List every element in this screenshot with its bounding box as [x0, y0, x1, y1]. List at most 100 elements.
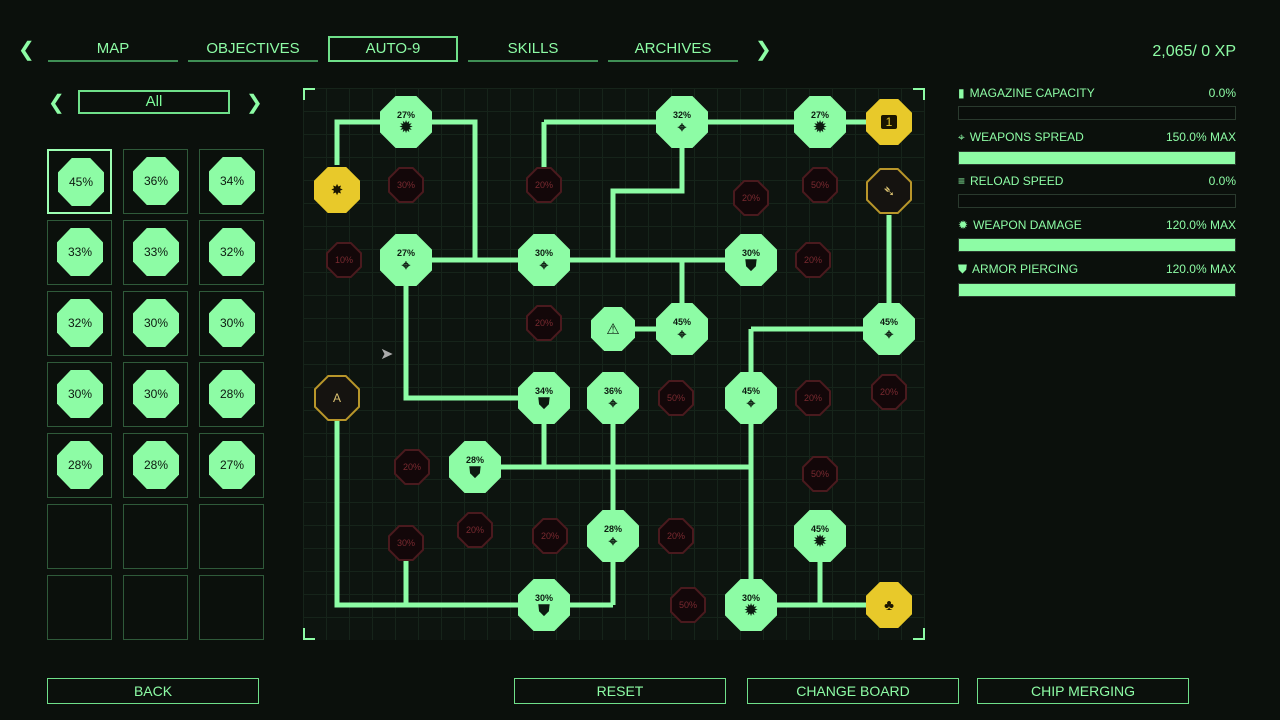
chip[interactable]: 32% — [209, 228, 255, 276]
green-chip-node[interactable]: 45%✹ — [794, 510, 846, 562]
inventory-slot[interactable]: 28% — [199, 362, 264, 427]
inventory-slot[interactable]: 34% — [199, 149, 264, 214]
red-chip-node[interactable]: 20% — [394, 449, 430, 485]
tab-skills[interactable]: SKILLS — [468, 38, 598, 62]
inventory-slot[interactable]: 28% — [47, 433, 112, 498]
change-board-button[interactable]: CHANGE BOARD — [747, 678, 959, 704]
green-chip-node[interactable]: 32%⌖ — [656, 96, 708, 148]
yellow-chip-node[interactable]: ♣ — [866, 582, 912, 628]
node-value: 20% — [803, 255, 822, 265]
red-chip-node[interactable]: 20% — [795, 242, 831, 278]
tabs-prev-arrow[interactable]: ❮ — [18, 39, 35, 61]
green-chip-node[interactable]: 28%⛊ — [449, 441, 501, 493]
chip[interactable]: 33% — [133, 228, 179, 276]
tab-objectives[interactable]: OBJECTIVES — [188, 38, 318, 62]
red-chip-node[interactable]: 20% — [526, 305, 562, 341]
filter-prev-arrow[interactable]: ❮ — [48, 92, 65, 114]
red-chip-node[interactable]: 20% — [795, 380, 831, 416]
crosshair-icon: ⌖ — [677, 118, 687, 136]
chip-value: 30% — [219, 316, 245, 330]
inventory-slot[interactable]: 45% — [47, 149, 112, 214]
red-chip-node[interactable]: 50% — [670, 587, 706, 623]
green-chip-node[interactable]: 28%⌖ — [587, 510, 639, 562]
chip[interactable]: 28% — [133, 441, 179, 489]
tab-archives[interactable]: ARCHIVES — [608, 38, 738, 62]
inventory-slot[interactable] — [47, 504, 112, 569]
chip[interactable]: 33% — [57, 228, 103, 276]
inventory-slot[interactable]: 30% — [123, 362, 188, 427]
yellow-chip-node[interactable]: ✸ — [314, 167, 360, 213]
red-chip-node[interactable]: 30% — [388, 525, 424, 561]
chip[interactable]: 28% — [57, 441, 103, 489]
inventory-slot[interactable] — [199, 504, 264, 569]
inventory-slot[interactable]: 36% — [123, 149, 188, 214]
red-chip-node[interactable]: 20% — [733, 180, 769, 216]
outline-chip-node[interactable]: ⚠ — [591, 307, 635, 351]
red-chip-node[interactable]: 50% — [802, 167, 838, 203]
chip[interactable]: 30% — [209, 299, 255, 347]
inventory-slot[interactable]: 27% — [199, 433, 264, 498]
green-chip-node[interactable]: 27%✹ — [380, 96, 432, 148]
red-chip-node[interactable]: 30% — [388, 167, 424, 203]
tab-map[interactable]: MAP — [48, 38, 178, 62]
filter-next-arrow[interactable]: ❯ — [246, 92, 263, 114]
node-value: 20% — [666, 531, 685, 541]
red-chip-node[interactable]: 10% — [326, 242, 362, 278]
node-value: 20% — [534, 180, 553, 190]
green-chip-node[interactable]: 30%✹ — [725, 579, 777, 631]
green-chip-node[interactable]: 45%⌖ — [863, 303, 915, 355]
chip-merging-button[interactable]: CHIP MERGING — [977, 678, 1189, 704]
inventory-slot[interactable]: 33% — [123, 220, 188, 285]
tab-auto-9[interactable]: AUTO-9 — [328, 36, 458, 62]
green-chip-node[interactable]: 45%⌖ — [656, 303, 708, 355]
chip-value: 30% — [143, 316, 169, 330]
dark-chip-node[interactable]: ➴ — [866, 168, 912, 214]
green-chip-node[interactable]: 30%⛊ — [725, 234, 777, 286]
tabs-next-arrow[interactable]: ❯ — [755, 39, 772, 61]
red-chip-node[interactable]: 50% — [658, 380, 694, 416]
inventory-slot[interactable]: 32% — [47, 291, 112, 356]
green-chip-node[interactable]: 30%⌖ — [518, 234, 570, 286]
green-chip-node[interactable]: 34%⛊ — [518, 372, 570, 424]
damage-icon: ✹ — [399, 118, 413, 136]
chip[interactable]: 27% — [209, 441, 255, 489]
inventory-slot[interactable]: 33% — [47, 220, 112, 285]
inventory-slot[interactable]: 32% — [199, 220, 264, 285]
chip[interactable]: 32% — [57, 299, 103, 347]
node-value: 20% — [741, 193, 760, 203]
chip[interactable]: 45% — [58, 158, 104, 206]
dark-chip-node[interactable]: A — [314, 375, 360, 421]
red-chip-node[interactable]: 20% — [658, 518, 694, 554]
reset-button[interactable]: RESET — [514, 678, 726, 704]
node-value: 10% — [334, 255, 353, 265]
green-chip-node[interactable]: 27%⌖ — [380, 234, 432, 286]
red-chip-node[interactable]: 20% — [526, 167, 562, 203]
yellow-chip-node[interactable]: 1 — [866, 99, 912, 145]
green-chip-node[interactable]: 45%⌖ — [725, 372, 777, 424]
stat-value: 120.0% MAX — [1165, 218, 1236, 232]
chip-filter[interactable]: All — [78, 90, 230, 114]
inventory-slot[interactable] — [123, 575, 188, 640]
chip[interactable]: 30% — [133, 299, 179, 347]
green-chip-node[interactable]: 27%✹ — [794, 96, 846, 148]
green-chip-node[interactable]: 36%⌖ — [587, 372, 639, 424]
red-chip-node[interactable]: 50% — [802, 456, 838, 492]
inventory-slot[interactable] — [47, 575, 112, 640]
red-chip-node[interactable]: 20% — [871, 374, 907, 410]
inventory-slot[interactable]: 30% — [123, 291, 188, 356]
chip[interactable]: 34% — [209, 157, 255, 205]
chip[interactable]: 36% — [133, 157, 179, 205]
inventory-slot[interactable]: 30% — [199, 291, 264, 356]
inventory-slot[interactable] — [199, 575, 264, 640]
red-chip-node[interactable]: 20% — [532, 518, 568, 554]
green-chip-node[interactable]: 30%⛊ — [518, 579, 570, 631]
back-button[interactable]: BACK — [47, 678, 259, 704]
inventory-slot[interactable]: 30% — [47, 362, 112, 427]
chip[interactable]: 30% — [133, 370, 179, 418]
chip[interactable]: 30% — [57, 370, 103, 418]
inventory-slot[interactable]: 28% — [123, 433, 188, 498]
red-chip-node[interactable]: 20% — [457, 512, 493, 548]
inventory-slot[interactable] — [123, 504, 188, 569]
chip[interactable]: 28% — [209, 370, 255, 418]
